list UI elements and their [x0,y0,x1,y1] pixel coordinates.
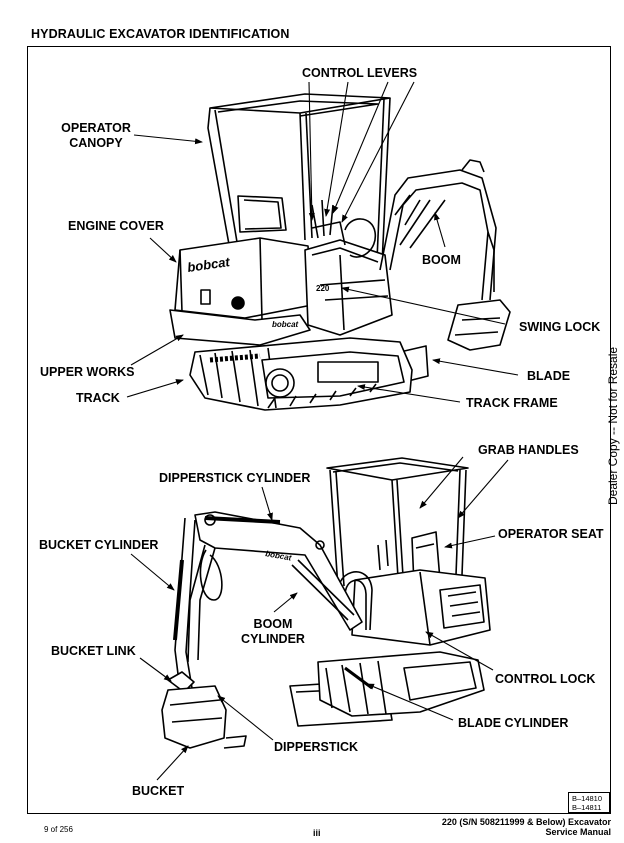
label-control-lock: CONTROL LOCK [495,672,596,686]
page-title: HYDRAULIC EXCAVATOR IDENTIFICATION [31,27,290,41]
bottom-excavator-drawing [161,457,491,749]
label-bucket: BUCKET [132,784,185,798]
label-boom-cylinder: BOOM CYLINDER [233,617,313,647]
label-control-levers: CONTROL LEVERS [302,66,418,80]
bottom-leader-lines [130,456,509,781]
page-number: iii [313,828,321,838]
label-operator-canopy-line2: CANOPY [69,136,123,150]
label-bucket-cylinder: BUCKET CYLINDER [39,538,159,552]
label-blade-cylinder: BLADE CYLINDER [458,716,569,730]
label-track-frame: TRACK FRAME [466,396,558,410]
top-excavator-drawing [169,93,511,411]
label-track: TRACK [76,391,120,405]
label-dipperstick: DIPPERSTICK [274,740,359,754]
figure-reference-box: B–14810 B–14811 [568,792,610,813]
manual-title-line2: Service Manual [545,827,611,837]
label-blade: BLADE [527,369,571,383]
label-operator-seat: OPERATOR SEAT [498,527,604,541]
label-upper-works: UPPER WORKS [40,365,135,379]
figure-ref-2: B–14811 [572,803,602,812]
manual-title: 220 (S/N 508211999 & Below) Excavator Se… [442,817,611,837]
label-grab-handles: GRAB HANDLES [478,443,579,457]
label-swing-lock: SWING LOCK [519,320,601,334]
top-leader-lines [126,81,519,403]
label-bucket-link: BUCKET LINK [51,644,136,658]
figure-frame [27,46,611,814]
label-boom: BOOM [422,253,461,267]
model-decal: 220 [316,284,330,293]
figure-ref-1: B–14810 [572,794,603,803]
label-dipperstick-cylinder: DIPPERSTICK CYLINDER [159,471,311,485]
label-boom-cylinder-line2: CYLINDER [241,632,305,646]
manual-title-line1: 220 (S/N 508211999 & Below) Excavator [441,817,611,827]
bobcat-decal-large: bobcat [186,254,231,275]
bobcat-decal-small: bobcat [272,320,299,329]
dealer-copy-watermark: Dealer Copy -- Not for Resale [606,346,620,505]
label-boom-cylinder-line1: BOOM [253,617,293,631]
label-operator-canopy-line1: OPERATOR [61,121,131,135]
label-operator-canopy: OPERATOR CANOPY [58,121,134,151]
label-engine-cover: ENGINE COVER [68,219,164,233]
page-counter: 9 of 256 [44,825,73,834]
